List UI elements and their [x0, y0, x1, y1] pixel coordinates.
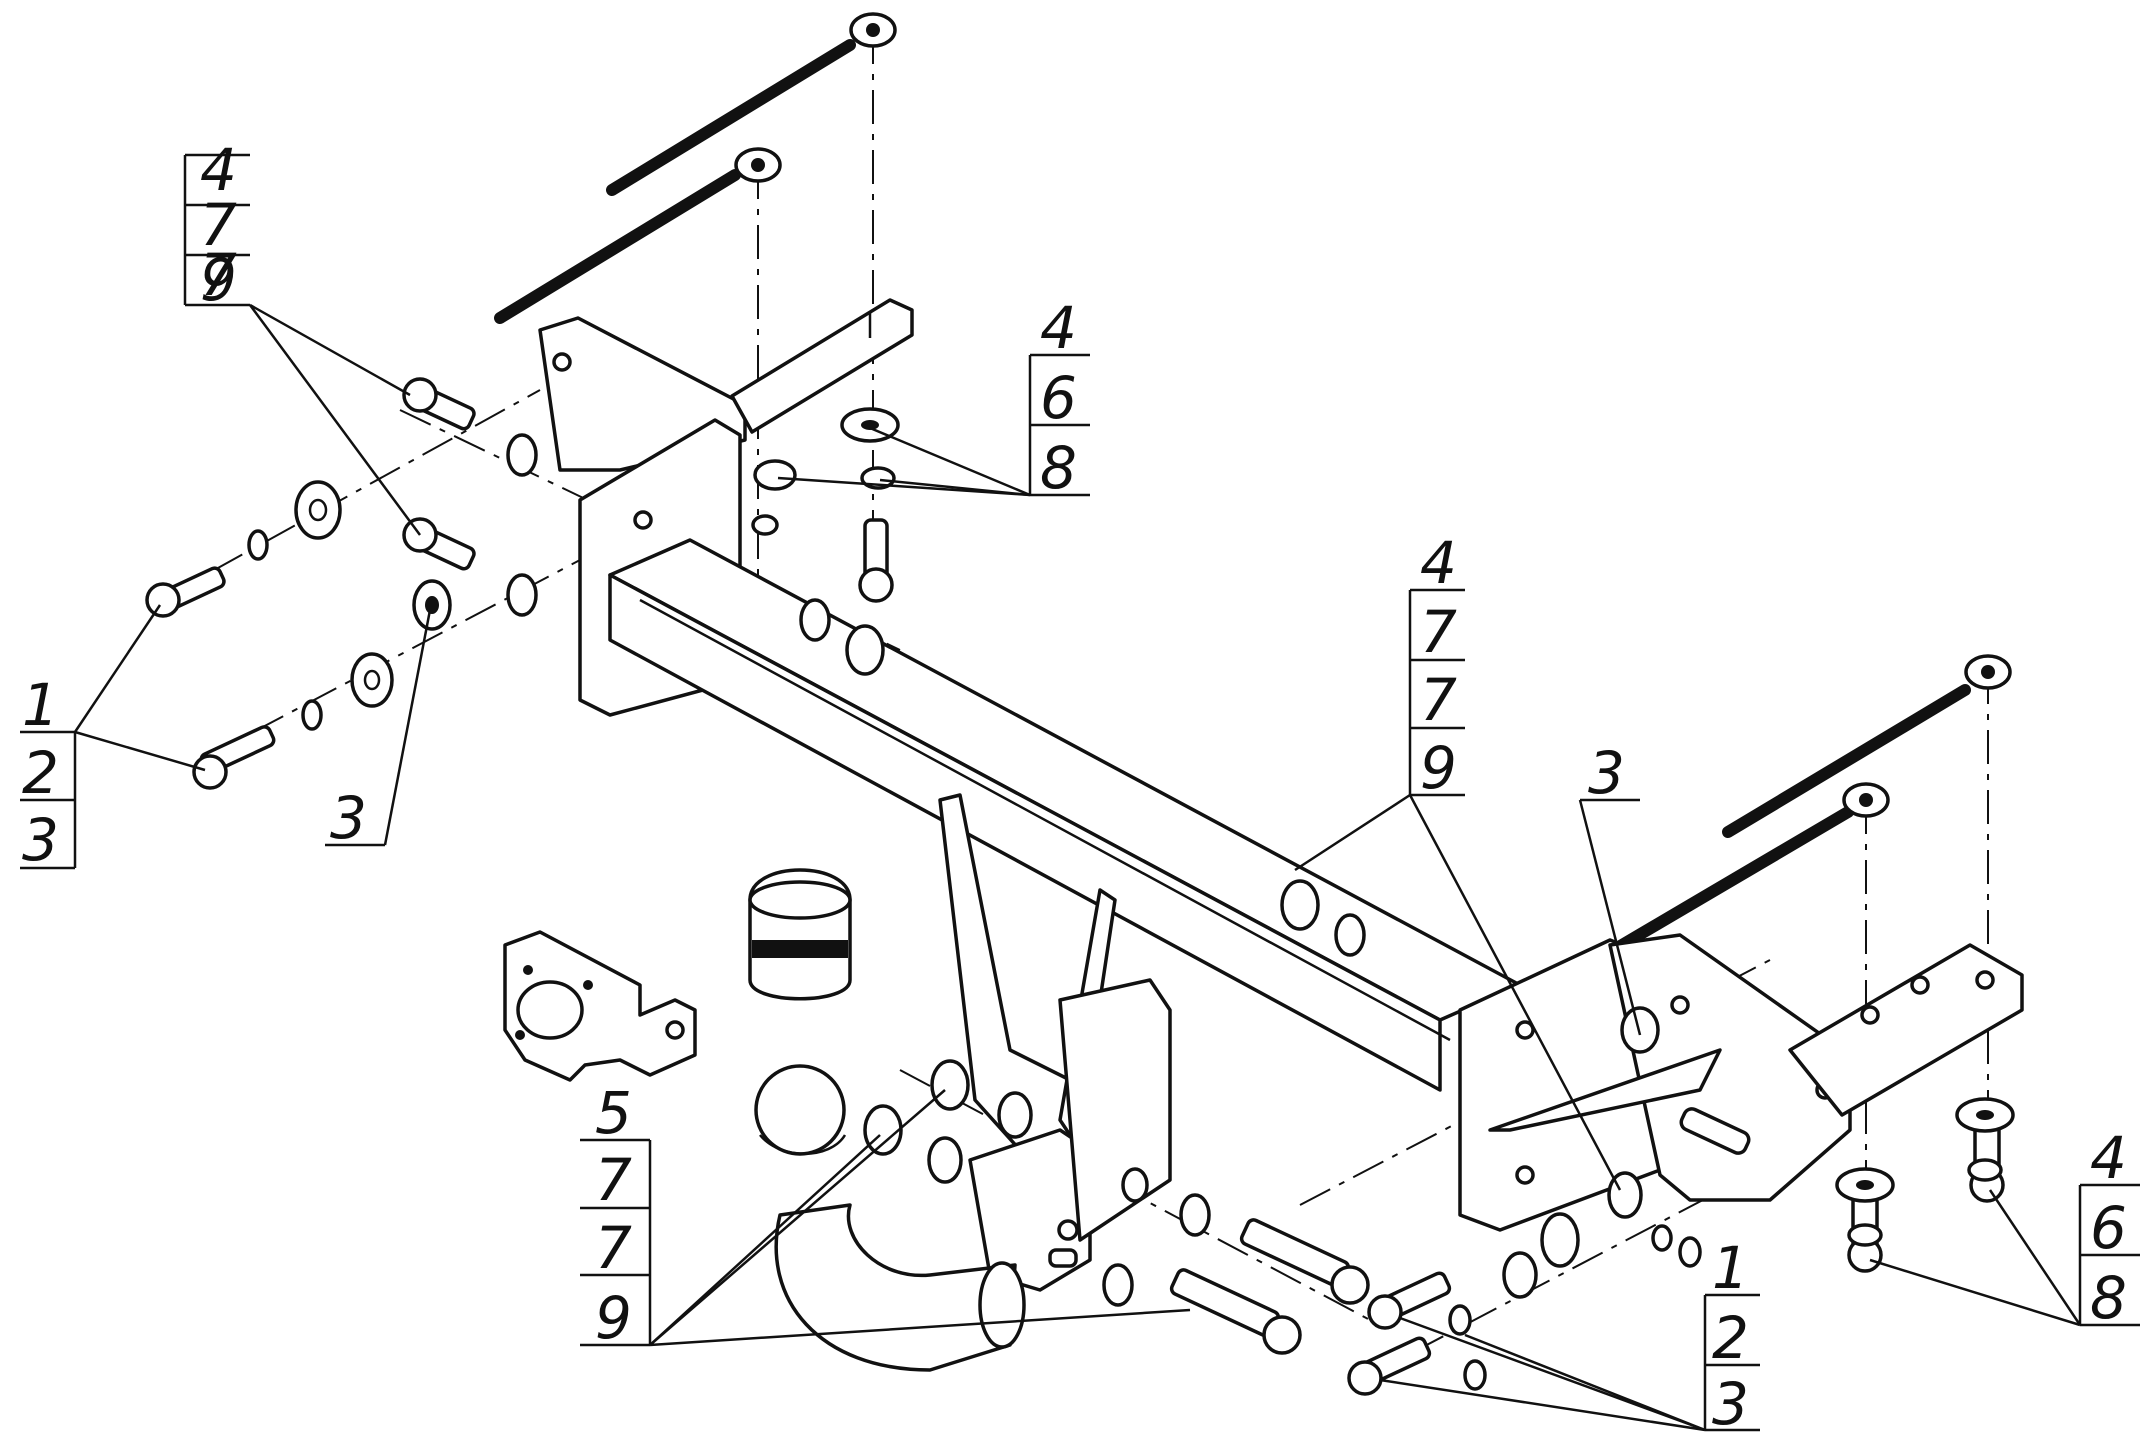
- callout-number: 9: [595, 1284, 632, 1352]
- callout-number: 7: [200, 241, 237, 309]
- callout-center: 4 7 7 9: [1420, 529, 1457, 802]
- callout-number: 3: [330, 784, 367, 852]
- callout-number: 8: [1040, 434, 1077, 502]
- callout-number: 4: [200, 136, 237, 204]
- callout-bottom-left: 5 7 7 9: [595, 1079, 632, 1352]
- hook-mount: [938, 793, 1172, 1292]
- callout-upper-mid: 4 6 8: [1040, 294, 1077, 502]
- callout-number: 2: [22, 739, 59, 807]
- fish-wire-rods: [494, 12, 2012, 961]
- callout-number: 6: [2090, 1194, 2127, 1262]
- callout-number: 1: [22, 671, 59, 739]
- callout-upper-left: 4 7 7 9: [200, 136, 237, 314]
- tow-ball: [754, 1064, 1026, 1372]
- callout-number: 4: [2090, 1124, 2127, 1192]
- leader-lines: [20, 153, 2140, 1432]
- callout-left: 1 2 3: [22, 671, 59, 874]
- callout-number: 4: [1420, 529, 1457, 597]
- bolt-upper-1: [402, 377, 476, 431]
- bolt-mid-vert: [858, 518, 894, 603]
- callout-right: 4 6 8: [2090, 1124, 2127, 1332]
- callout-left-plate: 3: [330, 784, 367, 852]
- callout-number: 5: [595, 1079, 632, 1147]
- callout-number: 7: [595, 1214, 632, 1282]
- callout-number: 7: [595, 1146, 632, 1214]
- bolt-bottom-3: [1367, 1271, 1452, 1330]
- bolt-left-1: [145, 566, 226, 618]
- socket-bracket: [503, 930, 697, 1082]
- callout-number: 7: [200, 191, 237, 259]
- callout-number: 8: [2090, 1264, 2127, 1332]
- bolt-right-stud: [1679, 1107, 1751, 1155]
- callout-number: 7: [1420, 666, 1457, 734]
- bolt-bottom-4: [1347, 1336, 1432, 1396]
- bolt-bottom-2: [1169, 1268, 1302, 1355]
- callout-number: 1: [1712, 1234, 1749, 1302]
- bolt-left-2: [192, 725, 276, 790]
- callout-center-plate: 3: [1588, 739, 1625, 807]
- callout-bottom-mid: 1 2 3: [1712, 1234, 1749, 1438]
- callout-number: 7: [1420, 598, 1457, 666]
- callout-number: 2: [1712, 1304, 1749, 1372]
- callout-number: 6: [1040, 364, 1077, 432]
- bolt-bottom-1: [1239, 1218, 1370, 1305]
- callout-number: 9: [1420, 734, 1457, 802]
- bolts: [145, 377, 2005, 1396]
- callout-number: 3: [1588, 739, 1625, 807]
- callout-number: 4: [1040, 294, 1077, 362]
- callout-number: 9: [200, 246, 237, 314]
- callout-number: 3: [1712, 1370, 1749, 1438]
- right-bracket: [1458, 933, 2024, 1232]
- callout-number: 3: [22, 806, 59, 874]
- ball-cap: [748, 868, 852, 1001]
- washers-nuts: [247, 407, 2015, 1391]
